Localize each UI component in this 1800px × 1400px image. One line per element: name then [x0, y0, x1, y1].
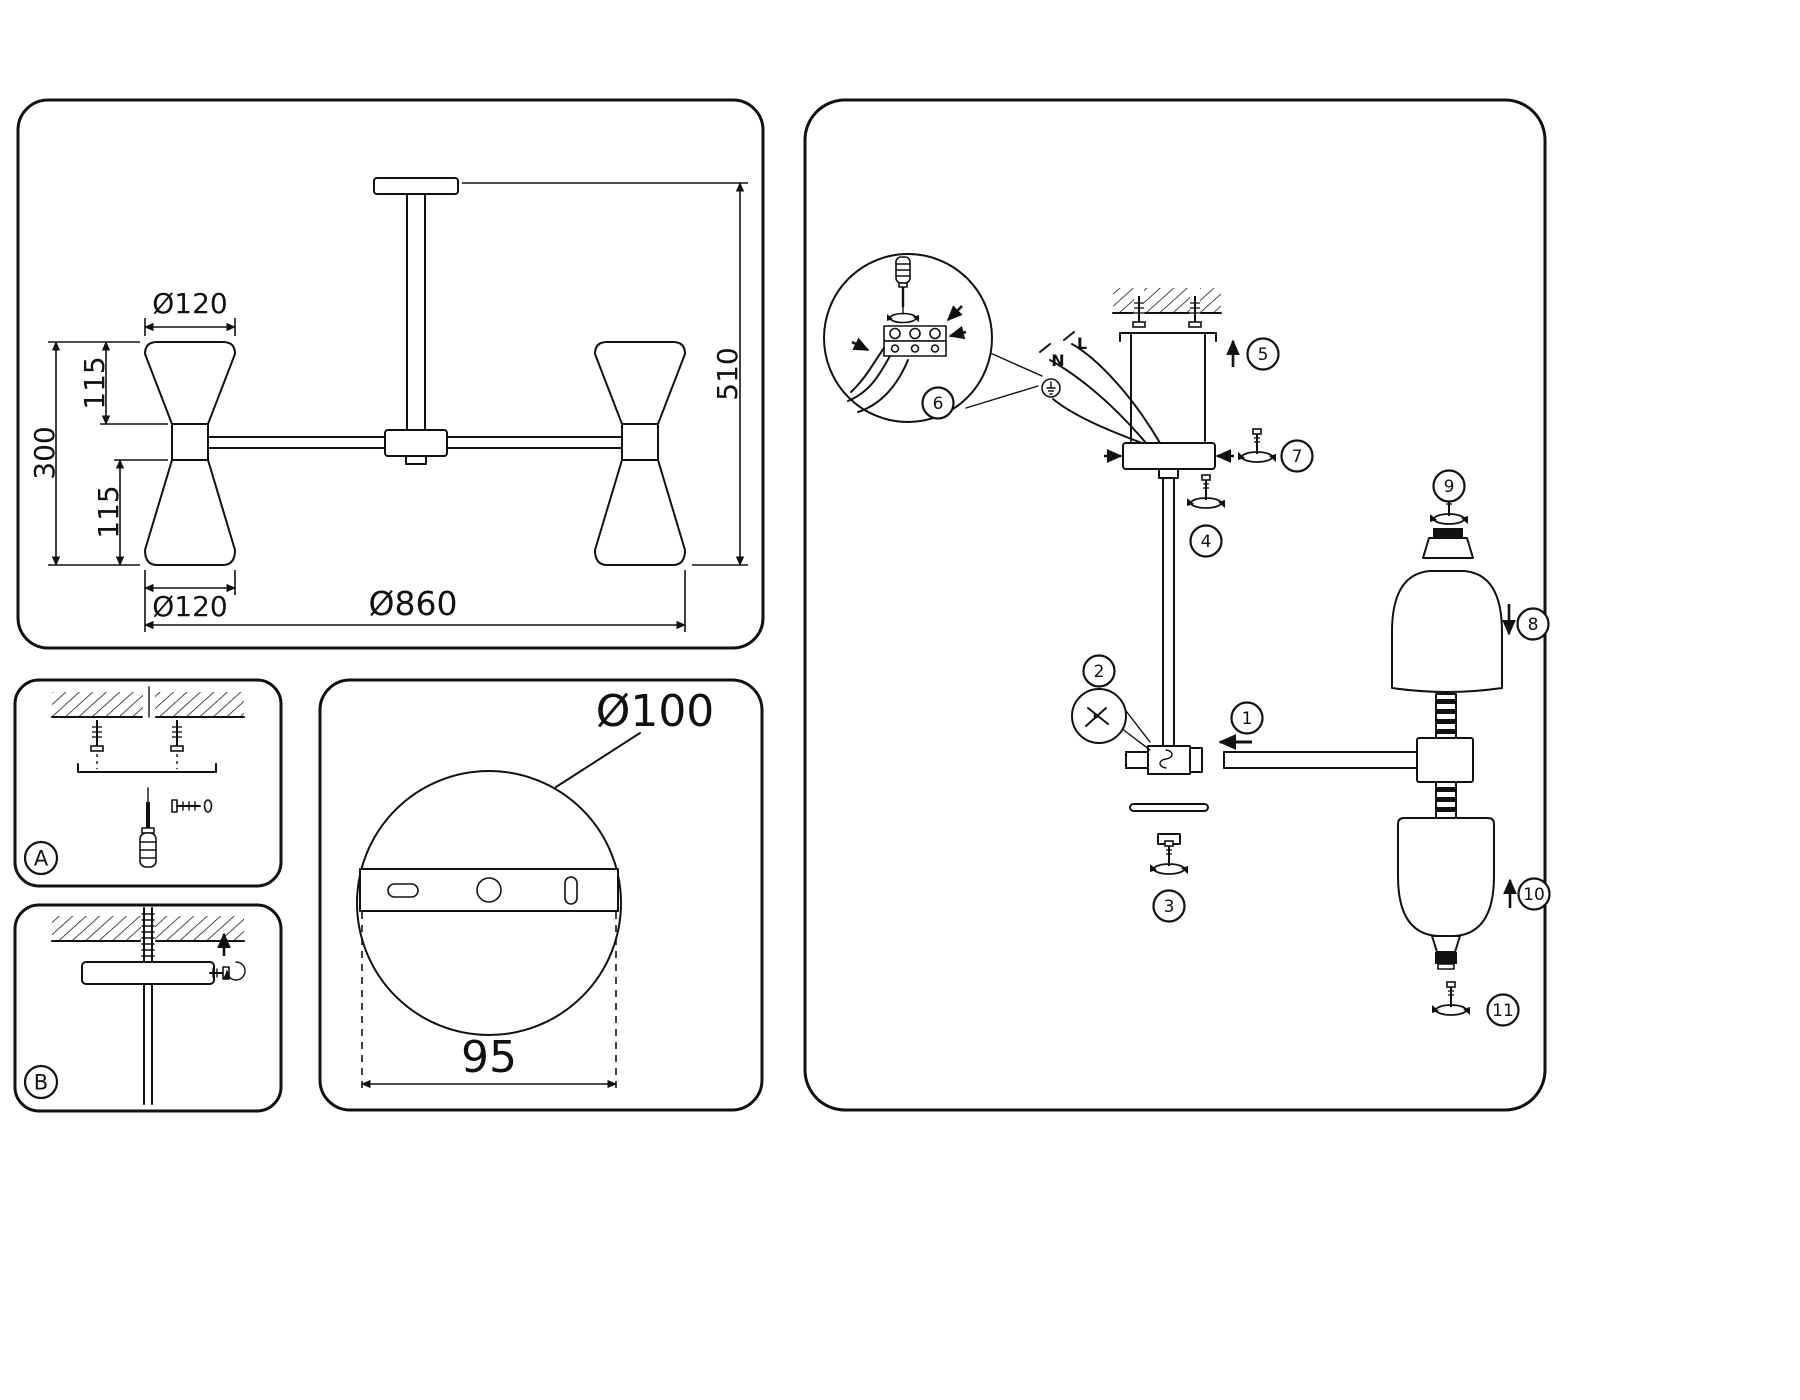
panel-b-badge: B [23, 1064, 59, 1100]
insert-arrow-3 [851, 337, 870, 352]
dim-bottom-diameter: Ø120 [152, 590, 227, 623]
hub-nub [405, 455, 427, 465]
chandelier-drawing [144, 177, 686, 566]
screw-icon [171, 799, 213, 813]
dim-fixture-diameter: Ø860 [369, 584, 458, 623]
wire-in-2 [847, 355, 891, 402]
threaded-stud [141, 907, 155, 963]
wire-in-3 [857, 359, 909, 413]
canopy-body [81, 961, 215, 985]
step-badge-7: 7 [1280, 439, 1314, 473]
terminal-detail-zoom [823, 253, 1043, 423]
rotate-arrow [223, 961, 246, 981]
center-hole [476, 877, 502, 903]
step-badge-3: 3 [1152, 889, 1186, 923]
dim-top-diameter: Ø120 [152, 287, 227, 320]
mounting-bracket [77, 763, 217, 773]
step-6-number: 6 [933, 394, 944, 414]
ground-icon [1041, 378, 1061, 398]
ceiling-assembly [1112, 287, 1222, 314]
bottom-cover-plate [1129, 803, 1209, 812]
wire-neutral-label: N [1051, 351, 1064, 370]
step-panel-a: A [13, 678, 283, 888]
assembly-panel: N L [803, 98, 1551, 1112]
socket-lower-band [1435, 952, 1457, 964]
step-panel-b: B [13, 903, 283, 1113]
canopy-diameter-label: Ø100 [596, 686, 715, 737]
set-screw-icon [209, 961, 246, 981]
ceiling-bracket [1119, 332, 1217, 442]
dim-upper-height: 115 [78, 356, 111, 409]
ceiling-a [51, 686, 245, 718]
mains-wires: N L [1039, 331, 1161, 447]
socket-lower-lip [1437, 963, 1455, 970]
lower-shade-group [1397, 817, 1495, 970]
step-badge-2: 2 [1082, 654, 1116, 688]
step-7-number: 7 [1292, 447, 1303, 467]
dimension-panel: Ø120 115 115 300 Ø120 Ø860 [16, 98, 765, 650]
panel-a-label: A [34, 847, 49, 871]
step-9-number: 9 [1444, 477, 1455, 497]
socket-lower-neck [1431, 935, 1461, 953]
step-4-number: 4 [1201, 532, 1212, 552]
assembly-canopy [1122, 442, 1216, 470]
step-badge-6: 6 [921, 386, 955, 420]
step-11-number: 11 [1492, 1001, 1514, 1021]
step-10-number: 10 [1523, 885, 1545, 905]
lower-shade [1397, 817, 1495, 937]
rotate-disc-icon [887, 312, 919, 324]
stem-rod [406, 189, 426, 435]
step-badge-11: 11 [1486, 993, 1520, 1027]
step-badge-10: 10 [1517, 877, 1551, 911]
ceiling-plate [373, 177, 459, 195]
terminal-block [883, 325, 947, 357]
dim-total-height: 300 [28, 426, 61, 479]
panel-a-frame [13, 678, 283, 888]
wire-detail-zoom [1071, 688, 1151, 751]
step-badge-8: 8 [1516, 607, 1550, 641]
dim-fixture-height: 510 [711, 347, 744, 400]
step-5-number: 5 [1258, 345, 1269, 365]
slot-left [387, 883, 419, 898]
step-2-number: 2 [1094, 662, 1105, 682]
diameter-leader [555, 732, 641, 788]
hub-wire-coil [1159, 749, 1173, 769]
step-badge-1: 1 [1230, 701, 1264, 735]
panel-a-badge: A [23, 840, 59, 876]
step-badge-5: 5 [1246, 337, 1280, 371]
hub-socket [1189, 747, 1203, 773]
slot-right [564, 876, 578, 905]
step-badge-4: 4 [1189, 524, 1223, 558]
dim-lower-height: 115 [92, 485, 125, 538]
washer-icon [203, 799, 213, 813]
canopy-detail-panel: Ø100 95 [318, 678, 764, 1112]
upper-shade [1391, 570, 1503, 693]
insert-arrow-1 [946, 305, 963, 322]
socket-upper [1422, 528, 1474, 559]
hole-spacing-label: 95 [461, 1032, 517, 1083]
step-1-number: 1 [1242, 709, 1253, 729]
step-8-number: 8 [1528, 615, 1539, 635]
panel-b-frame [13, 903, 283, 1113]
step-3-number: 3 [1164, 897, 1175, 917]
screwdriver-small-icon [895, 256, 911, 315]
panel-b-label: B [34, 1071, 48, 1095]
dimension-annotations: Ø120 115 115 300 Ø120 Ø860 [28, 182, 748, 632]
wire-in-1 [850, 347, 885, 393]
arm-junction-block [1416, 693, 1474, 825]
canopy-collar [1158, 468, 1179, 479]
arm-hub [1125, 734, 1418, 775]
screwdriver-icon [139, 787, 157, 868]
center-hub [384, 429, 448, 457]
wire-live-label: L [1077, 334, 1087, 353]
step-badge-9: 9 [1432, 469, 1466, 503]
insert-arrow-2 [948, 325, 967, 340]
